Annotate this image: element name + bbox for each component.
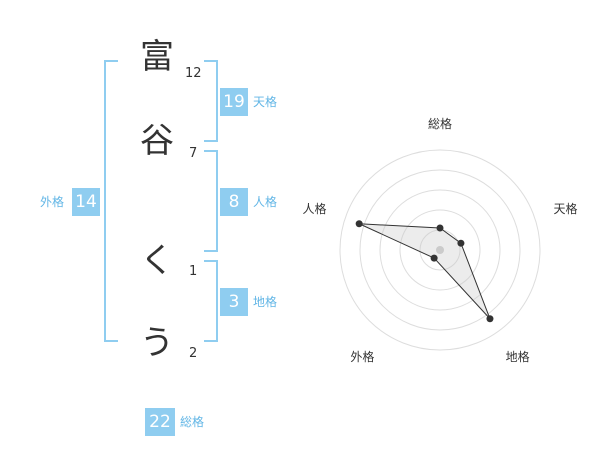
gaikaku-bracket	[104, 60, 118, 342]
radar-point-4	[430, 254, 438, 262]
radar-axis-label-2: 天格	[554, 201, 578, 216]
radar-ring	[339, 149, 541, 351]
radar-point-1	[436, 224, 444, 232]
soukaku-label: 総格	[180, 415, 205, 429]
jinkaku-value-badge: 8	[220, 188, 248, 216]
stroke-count-4: 2	[189, 346, 198, 361]
radar-axis-label-1: 総格	[428, 116, 452, 131]
radar-axis-label-4: 外格	[350, 349, 374, 364]
gaikaku-value-badge: 14	[72, 188, 100, 216]
tenkaku-bracket	[204, 60, 218, 142]
gaikaku-label: 外格	[40, 195, 65, 209]
radar-point-3	[486, 315, 494, 323]
chikaku-label: 地格	[253, 295, 278, 309]
name-char-3: く	[140, 241, 174, 281]
radar-axis-label-3: 地格	[506, 349, 530, 364]
chikaku-value-badge: 3	[220, 288, 248, 316]
name-char-4: う	[140, 323, 174, 363]
name-char-2: 谷	[140, 121, 174, 161]
stroke-count-1: 12	[185, 66, 202, 81]
tenkaku-label: 天格	[253, 95, 278, 109]
jinkaku-bracket	[204, 150, 218, 252]
soukaku-value-badge: 22	[145, 408, 175, 436]
radar-ring	[399, 209, 481, 291]
radar-point-2	[457, 239, 465, 247]
radar-axis-label-5: 人格	[302, 201, 326, 216]
radar-polygon	[358, 223, 491, 320]
stroke-count-3: 1	[189, 264, 198, 279]
name-char-1: 富	[140, 37, 174, 77]
jinkaku-label: 人格	[253, 195, 278, 209]
radar-ring	[359, 169, 521, 331]
chikaku-bracket	[204, 260, 218, 342]
radar-center	[436, 246, 444, 254]
radar-ring	[379, 189, 501, 311]
radar-point-5	[355, 220, 363, 228]
stroke-count-2: 7	[189, 146, 198, 161]
tenkaku-value-badge: 19	[220, 88, 248, 116]
